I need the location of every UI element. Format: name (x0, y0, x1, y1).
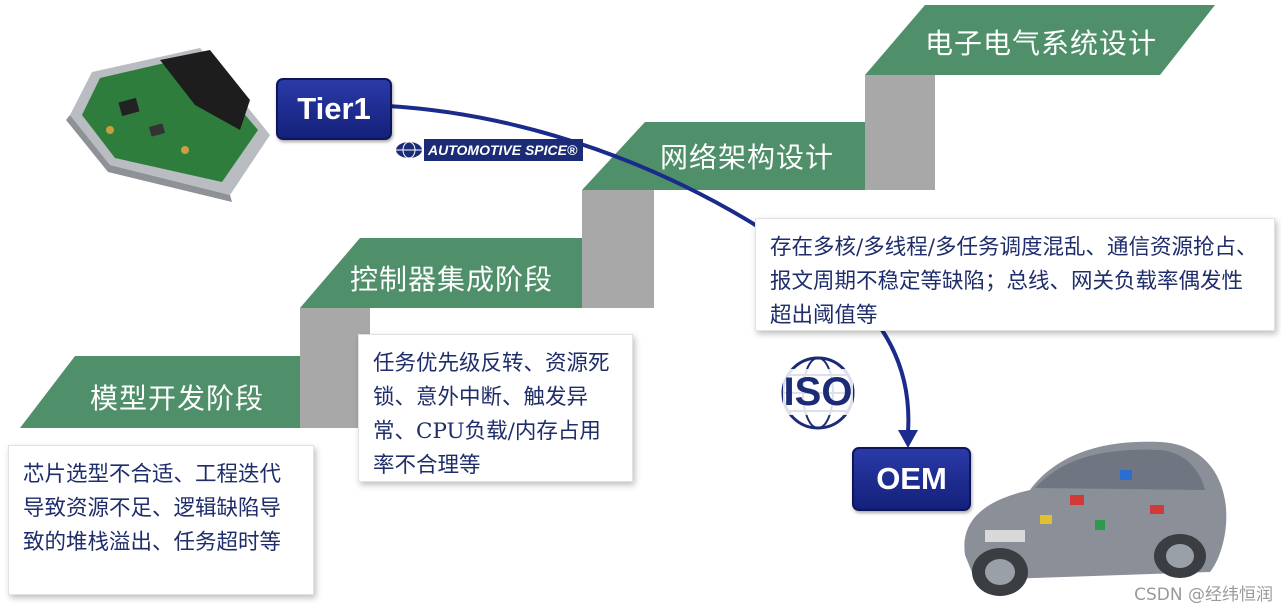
stage-label-integration: 控制器集成阶段 (350, 263, 554, 296)
spice-logo-text: AUTOMOTIVE SPICE® (424, 139, 584, 161)
stair-step-2 (300, 238, 582, 308)
spice-globe-icon (396, 141, 422, 159)
csdn-watermark: CSDN @经纬恒润 (1134, 585, 1273, 605)
riser-2 (582, 190, 654, 308)
note-model-stage: 芯片选型不合适、工程迭代导致资源不足、逻辑缺陷导致的堆栈溢出、任务超时等 (8, 445, 314, 595)
automotive-spice-logo: AUTOMOTIVE SPICE® (394, 138, 584, 162)
stage-label-ee-system: 电子电气系统设计 (925, 27, 1158, 60)
iso-logo-text: ISO (783, 369, 853, 415)
stair-step-1 (20, 356, 300, 428)
oem-badge: OEM (852, 447, 971, 511)
note-network-stage: 存在多核/多线程/多任务调度混乱、通信资源抢占、报文周期不稳定等缺陷；总线、网关… (755, 218, 1275, 331)
arrow-head (898, 430, 918, 448)
tier1-badge: Tier1 (276, 78, 392, 140)
riser-3 (865, 75, 935, 190)
note-integration-stage: 任务优先级反转、资源死锁、意外中断、触发异常、CPU负载/内存占用率不合理等 (358, 334, 633, 482)
stair-step-4 (865, 5, 1215, 75)
riser-1 (300, 308, 370, 428)
stage-label-network: 网络架构设计 (660, 141, 835, 174)
stage-label-model: 模型开发阶段 (90, 382, 265, 415)
car-image (964, 441, 1227, 596)
ecu-board-image (66, 48, 270, 202)
